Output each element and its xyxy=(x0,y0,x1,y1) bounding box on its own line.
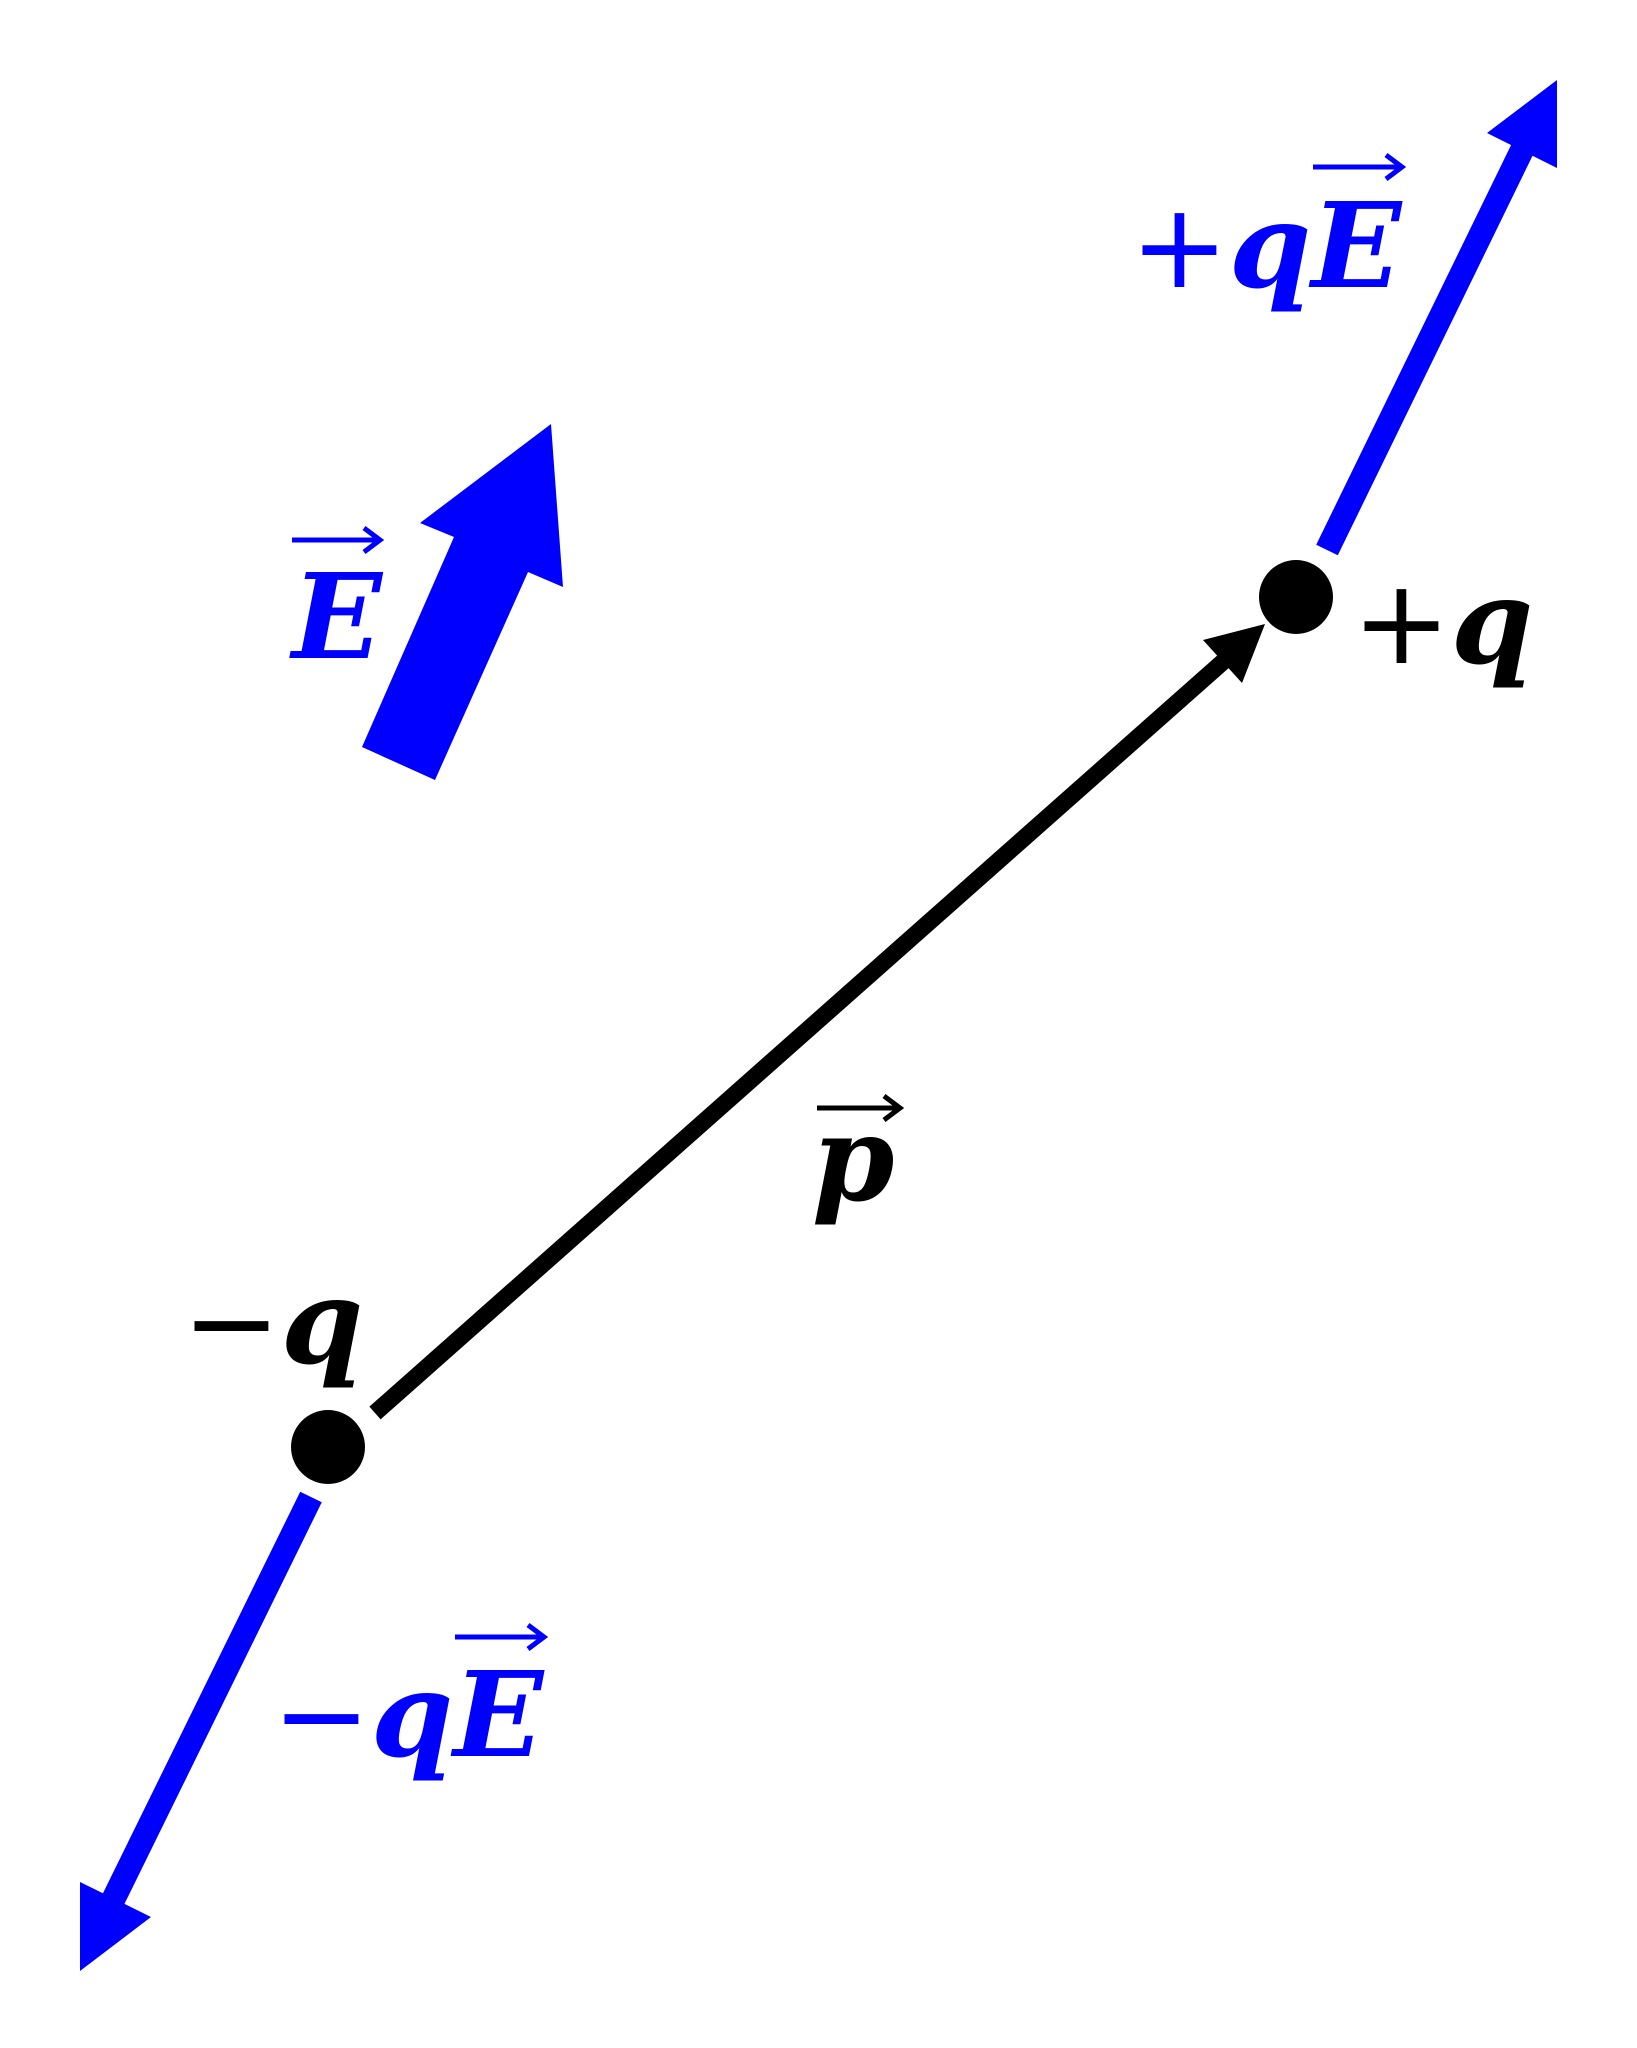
positive-charge-label: +q xyxy=(1352,552,1533,691)
negative-charge-label: −q xyxy=(182,1252,363,1391)
dipole-moment-arrow-icon xyxy=(369,624,1265,1420)
force-positive-arrow-icon xyxy=(1316,80,1557,556)
force-negative-label: −qE xyxy=(272,1623,549,1784)
svg-text:+qE: +qE xyxy=(1130,176,1403,315)
field-arrow-icon xyxy=(362,424,563,780)
svg-text:E: E xyxy=(289,547,384,686)
force-positive-label: +qE xyxy=(1130,153,1407,315)
field-label: E xyxy=(289,526,385,686)
negative-charge-dot xyxy=(291,1410,365,1484)
dipole-moment-label: p xyxy=(812,1089,905,1228)
positive-charge-dot xyxy=(1259,560,1333,634)
svg-text:p: p xyxy=(812,1089,895,1228)
svg-text:−qE: −qE xyxy=(272,1645,545,1784)
force-negative-arrow-icon xyxy=(80,1491,322,1971)
